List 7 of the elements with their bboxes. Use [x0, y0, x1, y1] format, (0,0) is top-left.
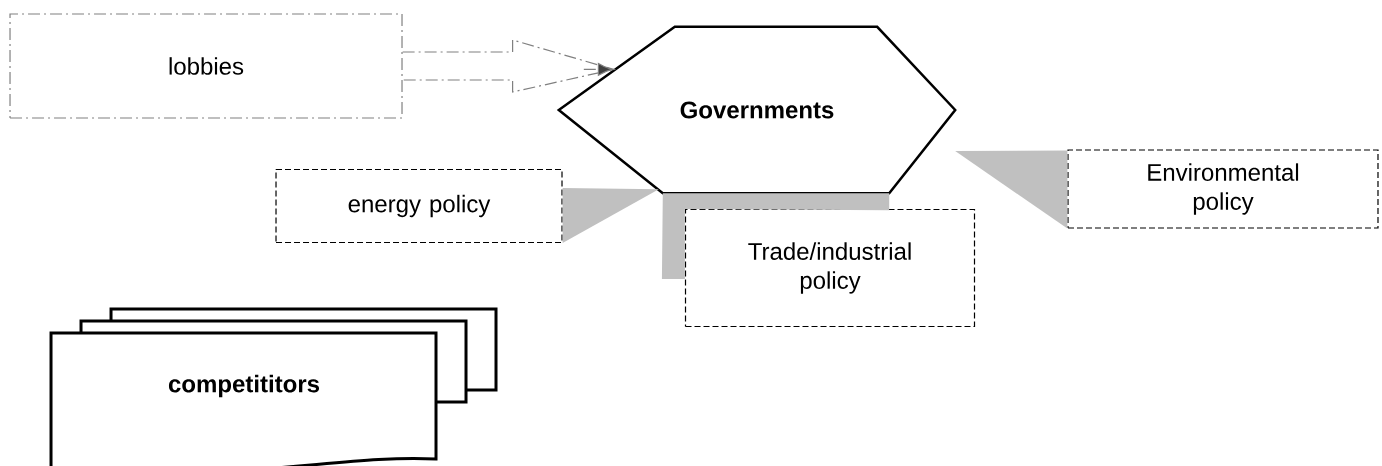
callout-wedge — [562, 187, 659, 244]
document-stack: competititors — [49, 307, 498, 466]
callout-wedge — [661, 193, 890, 279]
dashed-box: energy policy — [275, 168, 563, 244]
callout-wedge — [955, 150, 1068, 229]
block-arrow — [402, 39, 617, 93]
dashed-box: Environmental policy — [1067, 149, 1379, 229]
